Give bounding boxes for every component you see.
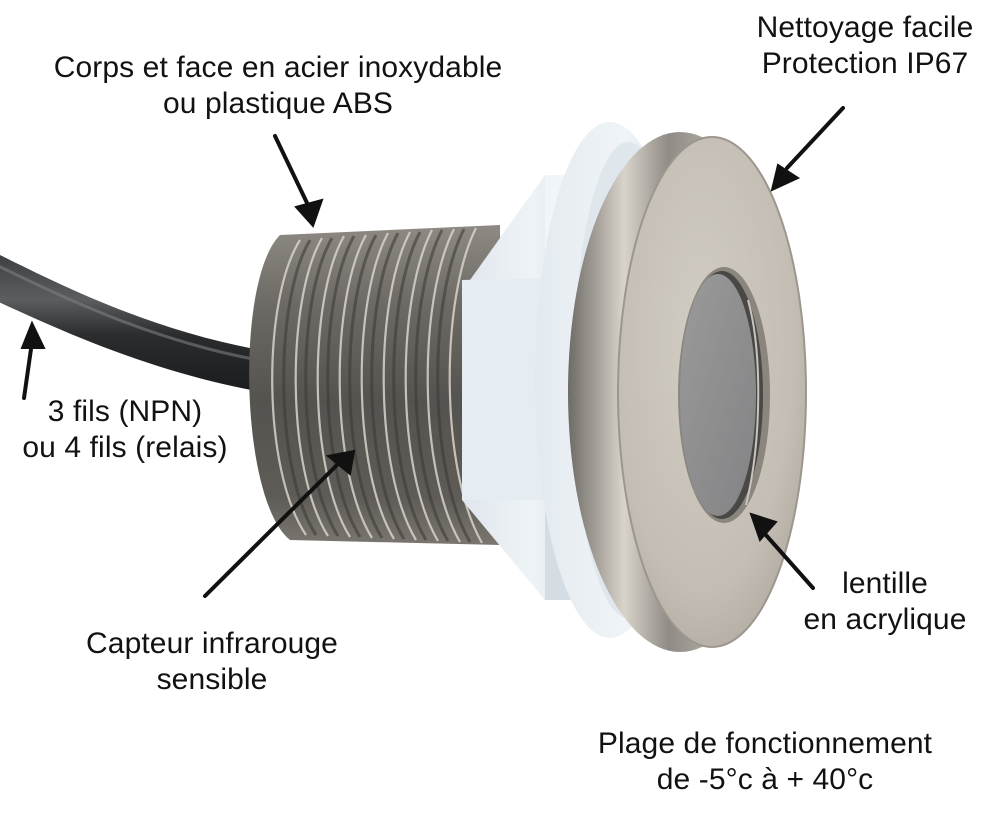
annotation-line: Plage de fonctionnement [597, 727, 933, 760]
threaded-body [249, 225, 500, 545]
annotation-line: Protection IP67 [761, 47, 969, 80]
annotation-body-material: Corps et face en acier inoxydable ou pla… [0, 50, 556, 122]
annotation-line: ou plastique ABS [162, 87, 394, 120]
cable [0, 254, 262, 392]
annotation-sensor: Capteur infrarouge sensible [42, 626, 382, 698]
annotation-line: en acrylique [803, 603, 967, 636]
annotation-line: Corps et face en acier inoxydable [53, 51, 503, 84]
arrow-sensor [203, 449, 356, 598]
annotation-line: de -5°c à + 40°c [656, 763, 874, 796]
acrylic-lens [678, 267, 770, 523]
annotation-line: ou 4 fils (relais) [22, 431, 228, 464]
arrow-cleaning [770, 106, 845, 192]
annotation-wires: 3 fils (NPN) ou 4 fils (relais) [0, 394, 256, 466]
arrow-wires [20, 320, 46, 400]
arrow-lens [749, 512, 815, 590]
annotation-arrows [20, 106, 845, 598]
annotation-line: lentille [842, 567, 928, 600]
annotation-line: sensible [156, 663, 268, 696]
annotation-cleaning: Nettoyage facile Protection IP67 [730, 10, 1000, 82]
annotation-line: 3 fils (NPN) [47, 395, 203, 428]
annotation-line: Capteur infrarouge [86, 627, 338, 660]
annotation-line: Nettoyage facile [756, 11, 974, 44]
arrow-body-material [273, 134, 324, 228]
annotation-operating-range: Plage de fonctionnement de -5°c à + 40°c [540, 726, 990, 798]
annotation-lens: lentille en acrylique [770, 566, 1000, 638]
